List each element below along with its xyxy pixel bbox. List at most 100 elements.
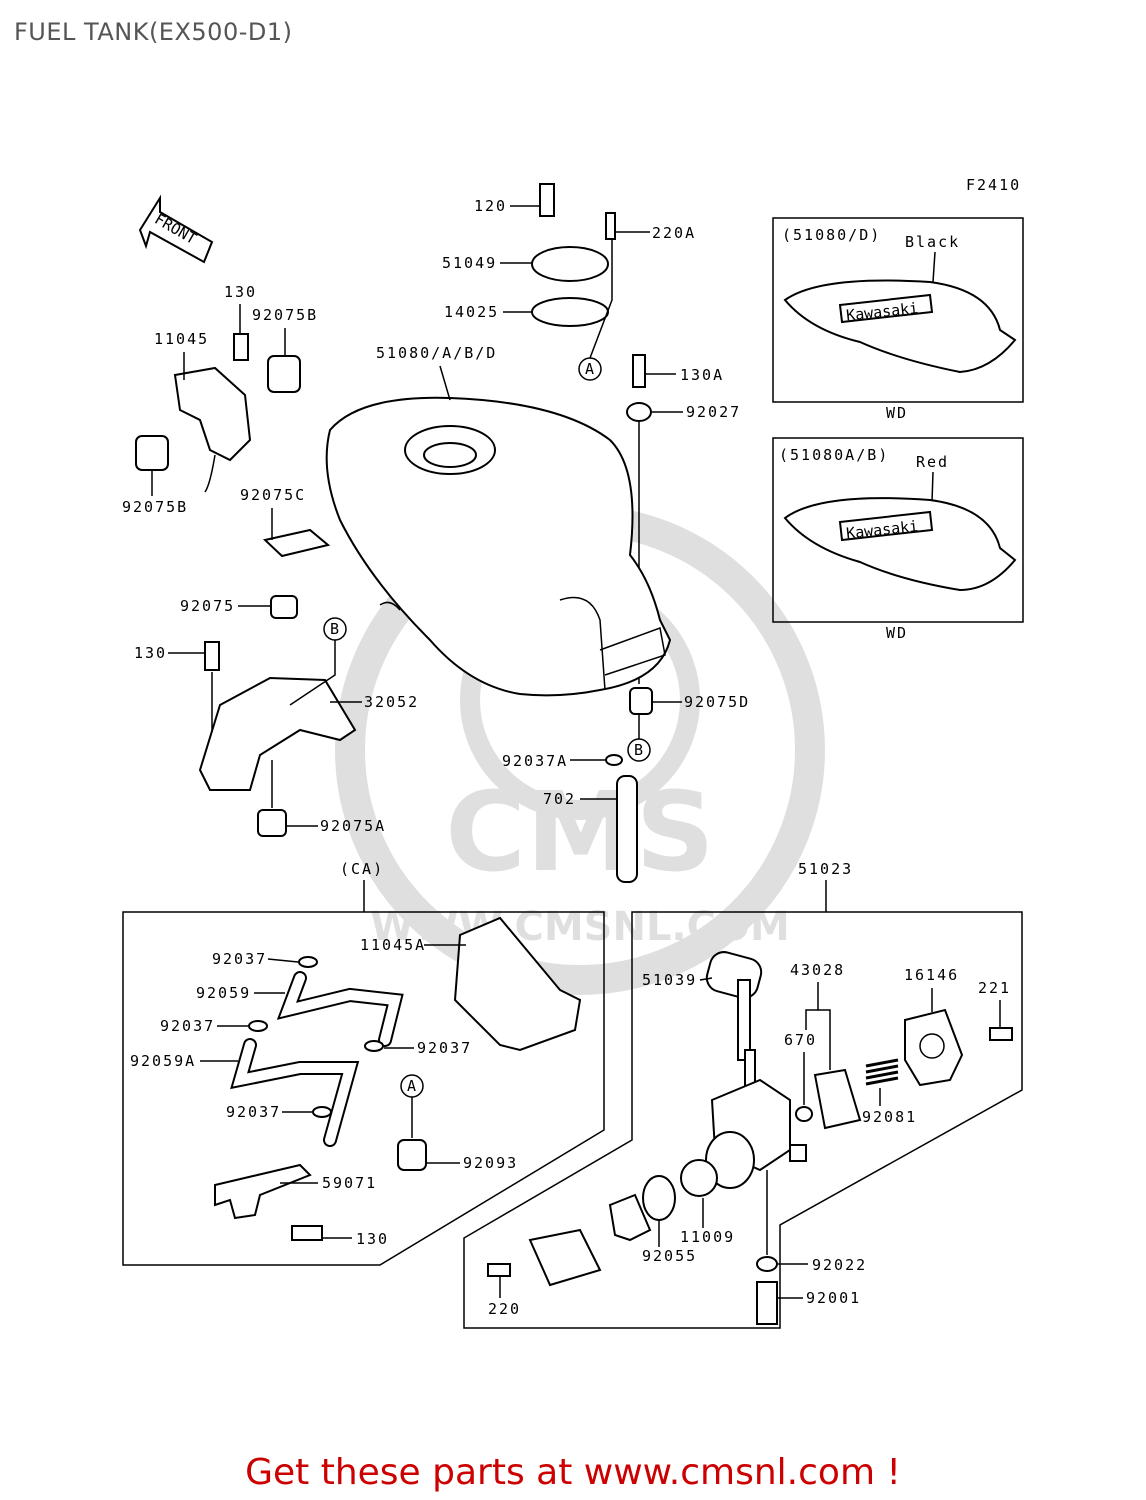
bracket-11045A-icon	[453, 916, 582, 1052]
part-label-130-ca: 130	[356, 1230, 389, 1248]
bolt-120-icon	[539, 183, 555, 217]
part-label-16146: 16146	[904, 966, 959, 984]
hose-92059-icon	[280, 973, 402, 1045]
damper-92075B-bot-icon	[135, 435, 169, 471]
variant-box-red	[772, 437, 1024, 623]
grommet-92027-icon	[626, 402, 652, 422]
damper-92075A-icon	[257, 809, 287, 837]
pad-92075C-icon	[262, 528, 331, 558]
part-label-92081: 92081	[862, 1108, 917, 1126]
part-label-221: 221	[978, 979, 1011, 997]
gasket-51039-icon	[705, 951, 763, 999]
part-label-51080: 51080/A/B/D	[376, 344, 497, 362]
part-label-92027: 92027	[686, 403, 741, 421]
cap-51049-icon	[531, 246, 609, 282]
bolt-130A-icon	[632, 354, 646, 388]
part-label-11009: 11009	[680, 1228, 735, 1246]
bracket-32052-icon	[198, 676, 357, 791]
clip-92037-3-icon	[364, 1040, 384, 1052]
callout-a-label: A	[407, 1077, 416, 1095]
front-arrow-icon: FRONT	[138, 194, 214, 264]
footer-link[interactable]: Get these parts at www.cmsnl.com !	[245, 1452, 901, 1493]
part-label-92075C: 92075C	[240, 486, 306, 504]
fuel-tank-51080-icon	[325, 396, 672, 697]
part-label-92037-3: 92037	[417, 1039, 472, 1057]
variant-code: WD	[886, 624, 908, 642]
group-label-ca: (CA)	[340, 860, 384, 878]
part-label-130-top: 130	[224, 283, 257, 301]
part-label-11045: 11045	[154, 330, 209, 348]
gasket-14025-icon	[531, 297, 609, 327]
variant-code: WD	[886, 404, 908, 422]
part-label-92037-4: 92037	[226, 1103, 281, 1121]
cover-16146-icon	[904, 1008, 964, 1087]
screw-220A-icon	[605, 212, 616, 240]
plate-220-icon	[528, 1228, 602, 1287]
part-label-130A: 130A	[680, 366, 724, 384]
clip-92037-4-icon	[312, 1106, 332, 1118]
bolt-92001-icon	[756, 1281, 778, 1325]
part-label-59071: 59071	[322, 1174, 377, 1192]
part-label-92075A: 92075A	[320, 817, 386, 835]
spring-92081-icon	[865, 1058, 899, 1086]
screw-220-icon	[487, 1263, 511, 1277]
pipe-59071-icon	[214, 1163, 312, 1220]
screw-221-icon	[989, 1027, 1013, 1041]
oring-670-icon	[795, 1106, 813, 1122]
bowl-92055-icon	[608, 1193, 652, 1242]
part-label-92059A: 92059A	[130, 1052, 196, 1070]
variant-model: (51080/D)	[782, 226, 881, 244]
part-label-51039: 51039	[642, 971, 697, 989]
tank-side-red-icon: Kawasaki	[783, 497, 1017, 592]
group-box-fuel-cock	[463, 911, 1023, 1329]
variant-color: Red	[916, 453, 949, 471]
part-label-92059: 92059	[196, 984, 251, 1002]
part-label-32052: 32052	[364, 693, 419, 711]
part-label-670: 670	[784, 1031, 817, 1049]
damper-92075B-top-icon	[267, 355, 301, 393]
part-label-92037-1: 92037	[212, 950, 267, 968]
bracket-11045-icon	[173, 366, 252, 462]
bolt-130-ca-icon	[291, 1225, 323, 1241]
part-label-120: 120	[474, 197, 507, 215]
clip-92037-2-icon	[248, 1020, 268, 1032]
part-label-92075B-top: 92075B	[252, 306, 318, 324]
group-box-ca	[122, 911, 605, 1266]
part-label-11045A: 11045A	[360, 936, 426, 954]
part-label-220A: 220A	[652, 224, 696, 242]
part-label-92093: 92093	[463, 1154, 518, 1172]
part-label-92037A: 92037A	[502, 752, 568, 770]
callout-a-label: A	[585, 360, 594, 378]
group-label-fuel-cock: 51023	[798, 860, 853, 878]
hose-92059A-icon	[232, 1040, 357, 1145]
grommet-92093-icon	[397, 1139, 427, 1171]
hose-702-icon	[616, 775, 638, 883]
part-label-14025: 14025	[444, 303, 499, 321]
part-label-92055: 92055	[642, 1247, 697, 1265]
part-label-92001: 92001	[806, 1289, 861, 1307]
watermark-text: CMS	[445, 768, 714, 896]
part-label-51049: 51049	[442, 254, 497, 272]
oring-92055-icon	[642, 1175, 676, 1221]
bolt-130-top-icon	[233, 333, 249, 361]
tank-side-black-icon: Kawasaki	[783, 279, 1017, 374]
part-label-92037-2: 92037	[160, 1017, 215, 1035]
damper-92075D-icon	[629, 687, 653, 715]
fuel-cock-body-icon	[705, 979, 807, 1189]
filter-11009-icon	[680, 1159, 718, 1197]
part-label-92022: 92022	[812, 1256, 867, 1274]
variant-model: (51080A/B)	[779, 446, 889, 464]
variant-color: Black	[905, 233, 960, 251]
part-label-92075: 92075	[180, 597, 235, 615]
part-label-220: 220	[488, 1300, 521, 1318]
variant-box-black	[772, 217, 1024, 403]
clip-92037A-icon	[605, 754, 623, 766]
part-label-92075B-bot: 92075B	[122, 498, 188, 516]
bolt-130-mid-icon	[204, 641, 220, 671]
part-label-130-mid: 130	[134, 644, 167, 662]
clip-92037-1-icon	[298, 956, 318, 968]
washer-92022-icon	[756, 1256, 778, 1272]
figure-code: F2410	[966, 176, 1021, 194]
part-label-702: 702	[543, 790, 576, 808]
